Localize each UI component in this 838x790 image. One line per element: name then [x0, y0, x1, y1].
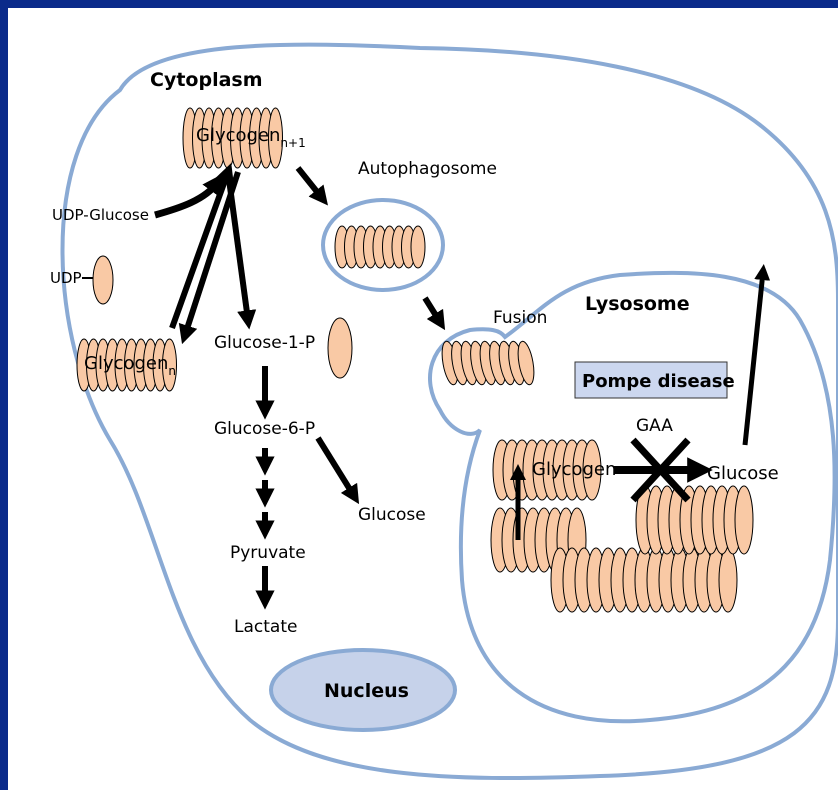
udp-label: UDP [50, 269, 82, 287]
autophagosome-granule [335, 226, 425, 268]
udp-glucose-label: UDP-Glucose [52, 206, 149, 224]
to-fusion-arrow [425, 298, 440, 322]
gaa-label: GAA [636, 416, 673, 436]
fusion-granule [439, 340, 536, 386]
glucose-1p-label: Glucose-1-P [214, 333, 315, 353]
g6p-glucose-arrow [318, 438, 354, 496]
glucose1p-granule [328, 318, 352, 378]
nucleus-label: Nucleus [324, 680, 409, 702]
cytoplasm-glucose-label: Glucose [358, 505, 426, 525]
glycogen-n1-label-sub: n+1 [280, 136, 305, 150]
cytoplasm-label: Cytoplasm [150, 69, 263, 91]
glucose-6p-label: Glucose-6-P [214, 419, 315, 439]
pyruvate-label: Pyruvate [230, 543, 306, 563]
lysosomal-glycogen-label: Glycogen [532, 459, 616, 480]
fusion-label: Fusion [493, 308, 547, 328]
lactate-label: Lactate [234, 617, 297, 637]
lysosomal-glucose-label: Glucose [707, 463, 779, 484]
to-autophagosome-arrow [298, 168, 322, 198]
udp-glucose-arrow [155, 182, 218, 215]
glycogen-granule-segment [719, 548, 737, 612]
glycogenolysis-arrow [228, 172, 248, 320]
glycogen-n1-label-base: Glycogen [196, 125, 280, 146]
autophagosome-label: Autophagosome [358, 159, 497, 179]
udp-granule [93, 256, 113, 304]
glycogen-n-label-base: Glycogen [84, 353, 168, 374]
pompe-disease-label: Pompe disease [582, 371, 735, 392]
glucose-export-arrow [745, 272, 763, 445]
glycogen-granule-segment [411, 226, 425, 268]
glycogen-granule-segment [735, 486, 753, 554]
glycogen-n-label-sub: n [168, 364, 176, 378]
lysosome-label: Lysosome [585, 293, 690, 315]
cell-membrane [63, 45, 838, 778]
